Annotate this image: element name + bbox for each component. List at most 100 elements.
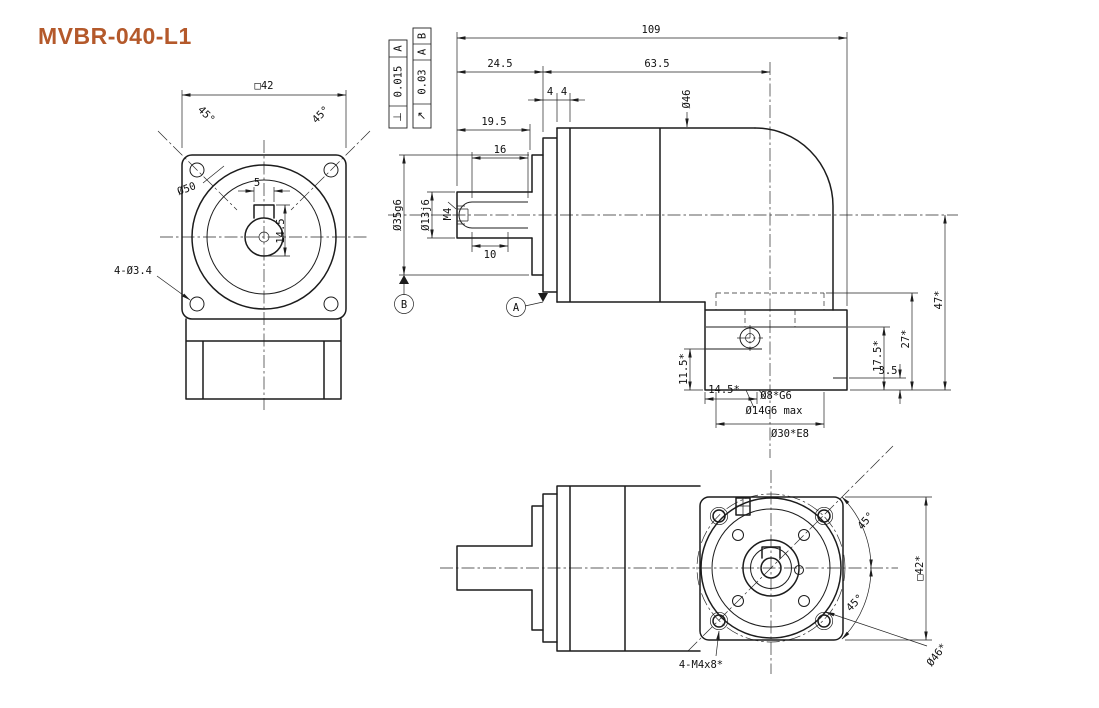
bottom-boss <box>531 505 544 631</box>
input-shaft <box>456 191 533 239</box>
dim-depth-8: 11.5* <box>678 353 690 385</box>
front-pilot-circle <box>206 179 322 295</box>
set-screw <box>739 327 761 349</box>
dim-overall-length: 109 <box>642 24 661 36</box>
face-hole <box>798 529 810 541</box>
dim-angle-upper: 45° <box>855 510 876 532</box>
front-bore-circle <box>244 217 284 257</box>
output-block <box>704 301 848 391</box>
tapped-hole <box>712 509 726 523</box>
dim-angle-lower: 45° <box>844 592 866 614</box>
tap-hole-detail <box>457 205 469 225</box>
screw-slot-detail <box>735 497 751 516</box>
front-center-mark <box>258 231 270 243</box>
dim-depth-14: 17.5* <box>872 340 884 372</box>
tapped-hole <box>817 614 831 628</box>
dim-plate-b: 4 <box>561 86 567 98</box>
front-dim-square: □42 <box>255 80 274 92</box>
hidden-bores <box>715 292 825 327</box>
gear-body <box>556 127 756 303</box>
output-hub-circle <box>742 539 800 597</box>
datum-a-triangle <box>538 293 548 302</box>
dim-offset: 14.5* <box>708 384 740 396</box>
front-dim-angle-right: 45° <box>310 104 332 126</box>
fcf-runout-symbol: ↗ <box>415 111 428 120</box>
output-bores <box>706 326 847 379</box>
datum-b-label: B <box>401 299 407 311</box>
bottom-shaft <box>456 545 533 591</box>
tapped-hole-thread <box>709 611 729 631</box>
mounting-hole <box>189 162 205 178</box>
front-body-circle <box>191 164 337 310</box>
dim-bore-8: Ø8*G6 <box>760 390 792 402</box>
bottom-view-dimensions: □42* 45° 45° Ø46* 4-M4x8* <box>679 496 950 671</box>
output-body-circle <box>700 497 842 639</box>
front-view: □42 45° 45° Ø50 5 14.5 4-Ø3.4 <box>114 80 371 410</box>
pin-hole <box>794 565 804 575</box>
dim-bore-30: Ø30*E8 <box>771 428 809 440</box>
dim-tapped-holes: 4-M4x8* <box>679 659 723 671</box>
dim-tap-hole: M4 <box>442 208 454 221</box>
dim-body-section: 63.5 <box>644 58 669 70</box>
dim-body-dia: Ø46* <box>924 641 949 668</box>
shaft-keyway <box>458 201 528 229</box>
output-pilot-circle <box>711 508 831 628</box>
dim-input-section: 24.5 <box>487 58 512 70</box>
fcf-perpendicularity-symbol: ⊥ <box>391 112 404 122</box>
front-view-outline <box>181 154 347 400</box>
dim-key-flat: 10 <box>484 249 497 261</box>
tapped-hole <box>817 509 831 523</box>
bottom-body <box>556 485 701 652</box>
front-dim-mounting-holes: 4-Ø3.4 <box>114 265 152 277</box>
front-view-centerlines <box>157 130 371 410</box>
pilot-boss <box>531 154 544 276</box>
bottom-view-outline <box>456 485 844 652</box>
front-view-dimensions: □42 45° 45° Ø50 5 14.5 4-Ø3.4 <box>114 80 347 301</box>
tapped-hole-thread <box>709 506 729 526</box>
side-view-outline <box>456 127 848 391</box>
mounting-hole <box>189 296 205 312</box>
tapped-hole-thread <box>814 611 834 631</box>
face-hole <box>732 595 744 607</box>
datum-b-circle <box>394 294 414 314</box>
mounting-hole <box>323 162 339 178</box>
dim-shaft-dia: Ø13j6 <box>420 199 432 231</box>
datum-b-triangle <box>399 275 409 284</box>
drawing-title: MVBR-040-L1 <box>38 23 192 49</box>
output-keyway <box>761 546 781 559</box>
fcf-perpendicularity-datum: A <box>393 45 405 52</box>
tapped-hole <box>712 614 726 628</box>
side-view-fcf: ⊥ 0.015 A ↗ 0.03 A B <box>388 27 432 129</box>
fcf-runout-tolerance: 0.03 <box>417 69 429 94</box>
front-flange-outline <box>181 154 347 320</box>
dim-key-length: 16 <box>494 144 507 156</box>
set-screw-center <box>745 333 755 343</box>
face-hole <box>798 595 810 607</box>
dim-shaft-length: 19.5 <box>481 116 506 128</box>
flange-plates <box>542 127 558 303</box>
dim-depth-30: 27* <box>900 330 912 349</box>
tapped-hole-thread <box>814 506 834 526</box>
side-view-dimensions: 109 24.5 63.5 4 4 Ø46 19.5 16 10 Ø <box>392 24 951 440</box>
fcf-runout-datum-1: A <box>417 48 429 55</box>
front-dim-keyway-depth: 14.5 <box>275 218 287 243</box>
output-bore <box>760 557 782 579</box>
side-view-centerlines <box>388 62 958 458</box>
front-dim-keyway-width: 5 <box>254 177 260 189</box>
dim-bore-14: Ø14G6 max <box>746 405 803 417</box>
datum-a-circle <box>506 297 526 317</box>
dim-axis-height: 47* <box>933 291 945 310</box>
bottom-flange-plate <box>542 493 558 643</box>
fcf-runout-frame <box>412 27 432 129</box>
front-dim-angle-left: 45° <box>195 104 217 126</box>
side-view: ⊥ 0.015 A ↗ 0.03 A B 109 24.5 63.5 4 4 <box>388 24 958 458</box>
dim-lip: 3.5 <box>879 365 898 377</box>
dim-pilot-dia: Ø35g6 <box>392 199 404 231</box>
front-dim-bolt-circle: Ø50 <box>176 180 198 198</box>
mounting-hole <box>323 296 339 312</box>
face-hole <box>732 529 744 541</box>
dim-body-dia: Ø46 <box>681 90 693 109</box>
dim-square: □42* <box>914 555 926 580</box>
